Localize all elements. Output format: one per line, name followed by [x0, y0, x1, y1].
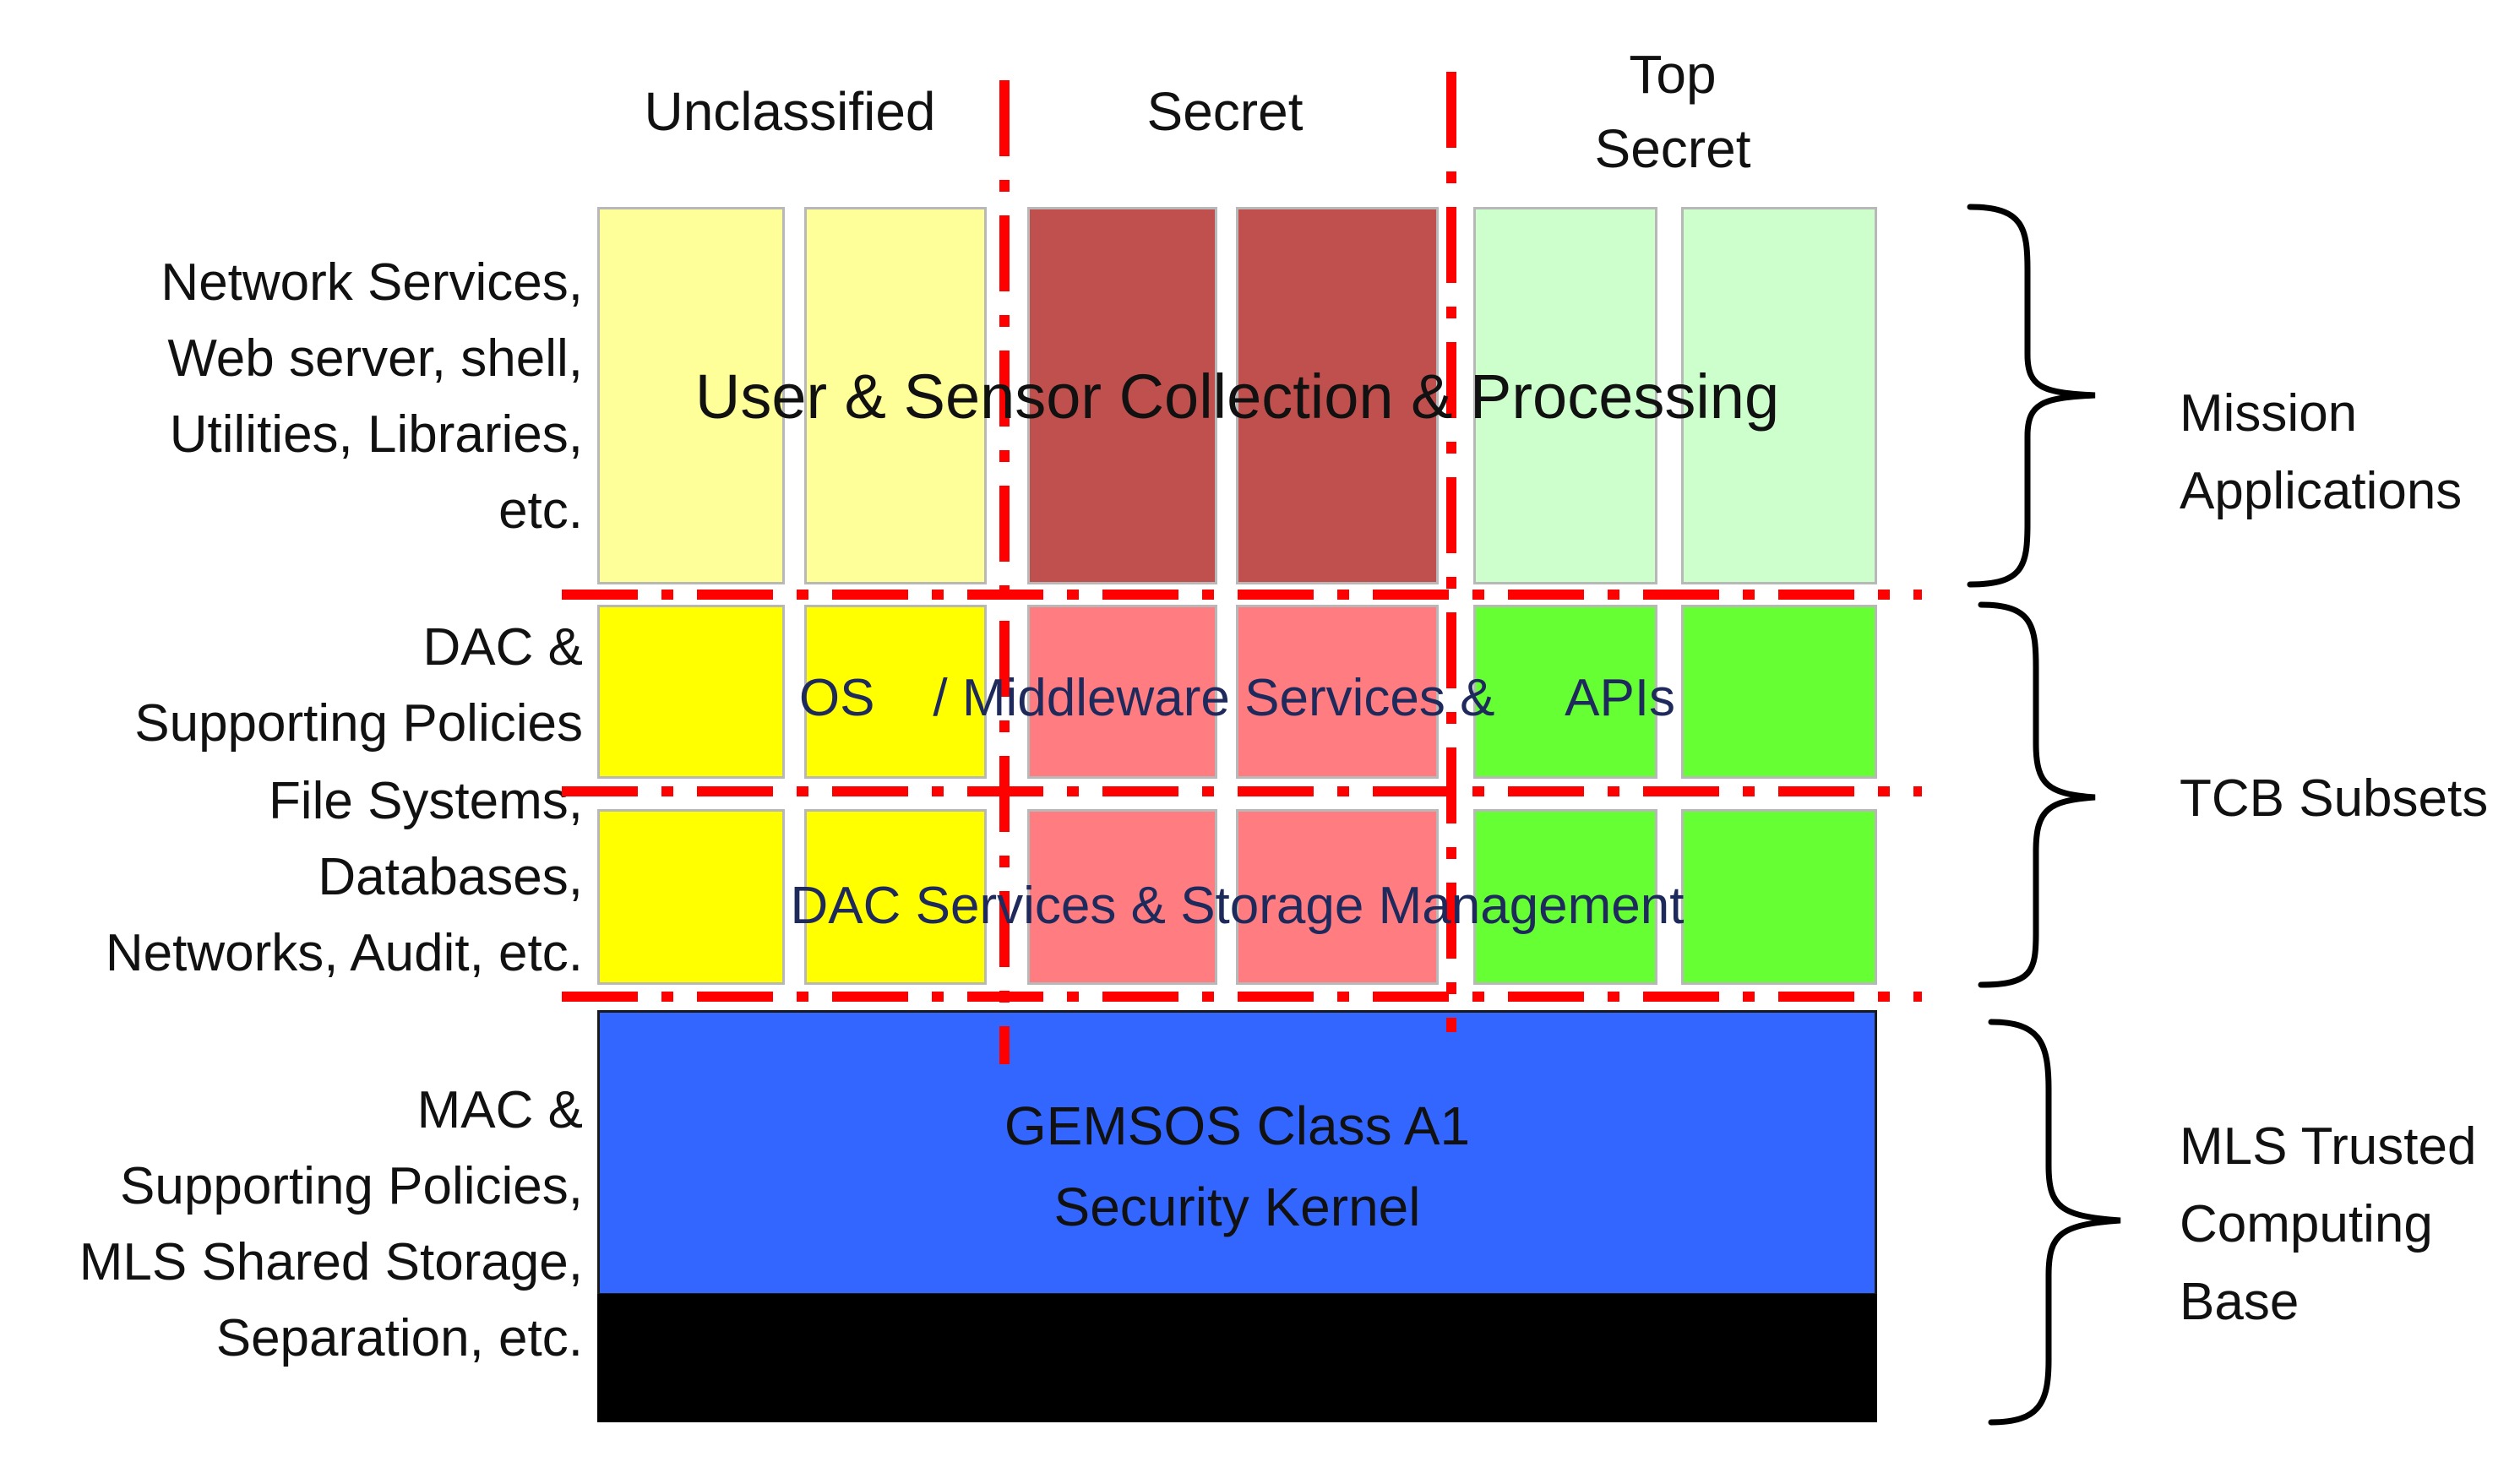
- column-label-top-secret: Top Secret: [1594, 44, 1751, 179]
- layer-label-middleware: OS / Middleware Services & APIs: [798, 669, 1676, 727]
- dac-block-top-secret-1: [1473, 809, 1657, 985]
- app-block-unclassified-2: [804, 207, 987, 584]
- layer-label-dac-services: DAC Services & Storage Management: [790, 877, 1685, 935]
- column-label-secret: Secret: [1146, 81, 1304, 142]
- dac-block-unclassified-1: [597, 809, 785, 985]
- middleware-block-unclassified-2: [804, 605, 987, 779]
- app-block-unclassified-1: [597, 207, 785, 584]
- column-label-unclassified: Unclassified: [644, 81, 936, 142]
- middleware-block-unclassified-1: [597, 605, 785, 779]
- kernel-base-block: [597, 1294, 1877, 1422]
- dac-block-top-secret-2: [1681, 809, 1877, 985]
- side-label-mls-trusted-computing-base: MLS Trusted Computing Base: [2180, 1117, 2477, 1331]
- app-block-secret-1: [1027, 207, 1217, 584]
- middleware-block-secret-2: [1236, 605, 1439, 779]
- middleware-block-top-secret-1: [1473, 605, 1657, 779]
- brace-tcb-subsets: [1978, 601, 2096, 988]
- security-kernel-block: [597, 1010, 1877, 1296]
- row-label-dac: DAC & Supporting Policies: [134, 618, 583, 753]
- dac-block-unclassified-2: [804, 809, 987, 985]
- brace-mission-applications: [1967, 204, 2096, 588]
- middleware-block-secret-1: [1027, 605, 1217, 779]
- dac-block-secret-2: [1236, 809, 1439, 985]
- side-label-mission-applications: Mission Applications: [2180, 384, 2463, 520]
- middleware-block-top-secret-2: [1681, 605, 1877, 779]
- dac-block-secret-1: [1027, 809, 1217, 985]
- app-block-top-secret-2: [1681, 207, 1877, 584]
- layer-label-applications: User & Sensor Collection & Processing: [694, 361, 1780, 432]
- app-block-top-secret-1: [1473, 207, 1657, 584]
- app-block-secret-2: [1236, 207, 1439, 584]
- row-label-applications: Network Services, Web server, shell, Uti…: [161, 253, 583, 540]
- side-label-tcb-subsets: TCB Subsets: [2180, 769, 2489, 828]
- layer-label-kernel: GEMSOS Class A1 Security Kernel: [1004, 1095, 1471, 1237]
- brace-mls-tcb: [1988, 1019, 2121, 1426]
- row-label-mac: MAC & Supporting Policies, MLS Shared St…: [79, 1081, 583, 1367]
- row-label-file-systems: File Systems, Databases, Networks, Audit…: [105, 772, 583, 982]
